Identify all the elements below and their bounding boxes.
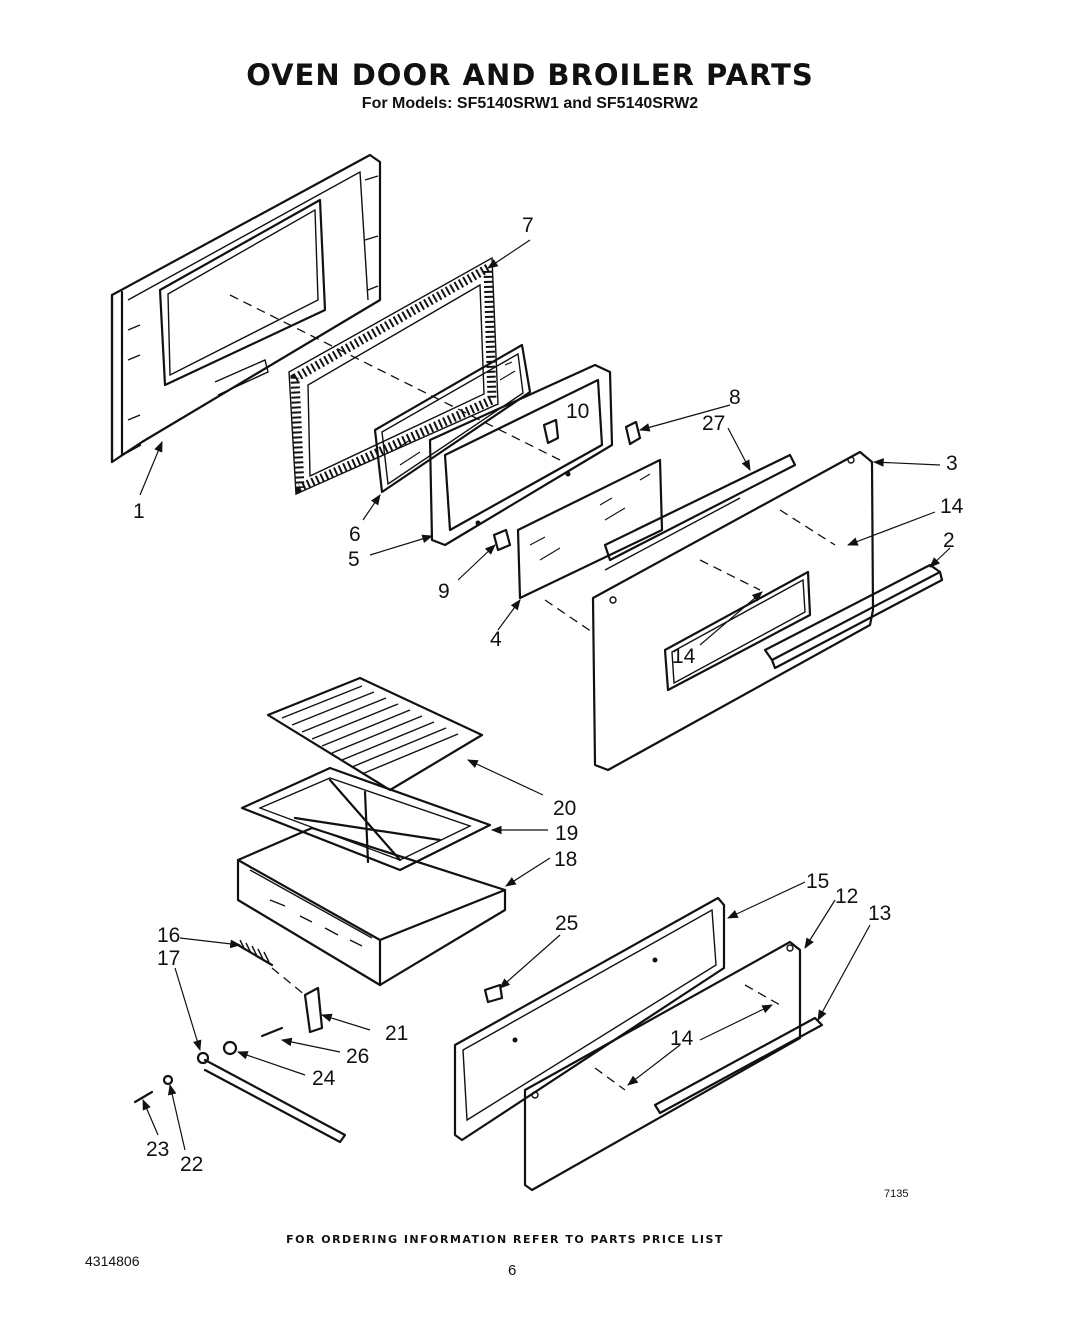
callout-24: 24 bbox=[312, 1067, 336, 1090]
alignment-lines bbox=[229, 294, 836, 1091]
outer-glass-part bbox=[516, 458, 664, 600]
model-subtitle: For Models: SF5140SRW1 and SF5140SRW2 bbox=[361, 95, 699, 112]
figure-number: 7135 bbox=[884, 1188, 908, 1200]
callout-19: 19 bbox=[555, 822, 578, 845]
drawer-liner-part bbox=[453, 896, 726, 1142]
ordering-note: FOR ORDERING INFORMATION REFER TO PARTS … bbox=[286, 1233, 724, 1246]
callout-14-drawer: 14 bbox=[670, 1027, 694, 1050]
callout-20: 20 bbox=[553, 797, 576, 820]
inner-glass-part bbox=[373, 343, 532, 494]
broiler-grid-part bbox=[266, 676, 484, 792]
broiler-pan-insert-part bbox=[240, 766, 492, 872]
broiler-pan-part bbox=[236, 826, 507, 987]
callout-6: 6 bbox=[349, 523, 361, 546]
callout-17: 17 bbox=[157, 947, 180, 970]
callout-leaders bbox=[139, 239, 951, 1151]
callout-23: 23 bbox=[146, 1138, 169, 1161]
callout-9: 9 bbox=[438, 580, 450, 603]
callout-18: 18 bbox=[554, 848, 577, 871]
callout-5: 5 bbox=[348, 548, 360, 571]
callout-7: 7 bbox=[522, 214, 534, 237]
callout-2: 2 bbox=[943, 529, 955, 552]
callout-14-top: 14 bbox=[940, 495, 964, 518]
document-number: 4314806 bbox=[85, 1253, 140, 1269]
callout-8: 8 bbox=[729, 386, 741, 409]
door-handle-part bbox=[763, 563, 944, 670]
door-liner-part bbox=[110, 153, 382, 464]
callout-16: 16 bbox=[157, 924, 180, 947]
drawer-front-part bbox=[523, 940, 802, 1192]
door-trim-part bbox=[603, 453, 797, 571]
callout-10: 10 bbox=[566, 400, 589, 423]
callout-21: 21 bbox=[385, 1022, 408, 1045]
glass-frame-part bbox=[428, 363, 614, 547]
callout-26: 26 bbox=[346, 1045, 369, 1068]
callout-12: 12 bbox=[835, 885, 858, 908]
broiler-hardware bbox=[133, 939, 504, 1144]
callout-13: 13 bbox=[868, 902, 891, 925]
callout-14-door: 14 bbox=[672, 645, 696, 668]
callout-22: 22 bbox=[180, 1153, 203, 1176]
door-gasket-part bbox=[288, 256, 499, 496]
callout-4: 4 bbox=[490, 628, 502, 651]
callout-15: 15 bbox=[806, 870, 829, 893]
callout-numbers: 1 2 3 4 5 6 7 8 9 10 12 13 14 14 14 15 1… bbox=[133, 214, 964, 1176]
callout-25: 25 bbox=[555, 912, 578, 935]
callout-27: 27 bbox=[702, 412, 725, 435]
callout-3: 3 bbox=[946, 452, 958, 475]
callout-1: 1 bbox=[133, 500, 145, 523]
drawer-handle-part bbox=[653, 1016, 824, 1115]
page-title: OVEN DOOR AND BROILER PARTS bbox=[246, 58, 814, 92]
page-number: 6 bbox=[508, 1262, 517, 1279]
glass-clips bbox=[492, 418, 642, 552]
outer-door-panel-part bbox=[591, 450, 875, 772]
